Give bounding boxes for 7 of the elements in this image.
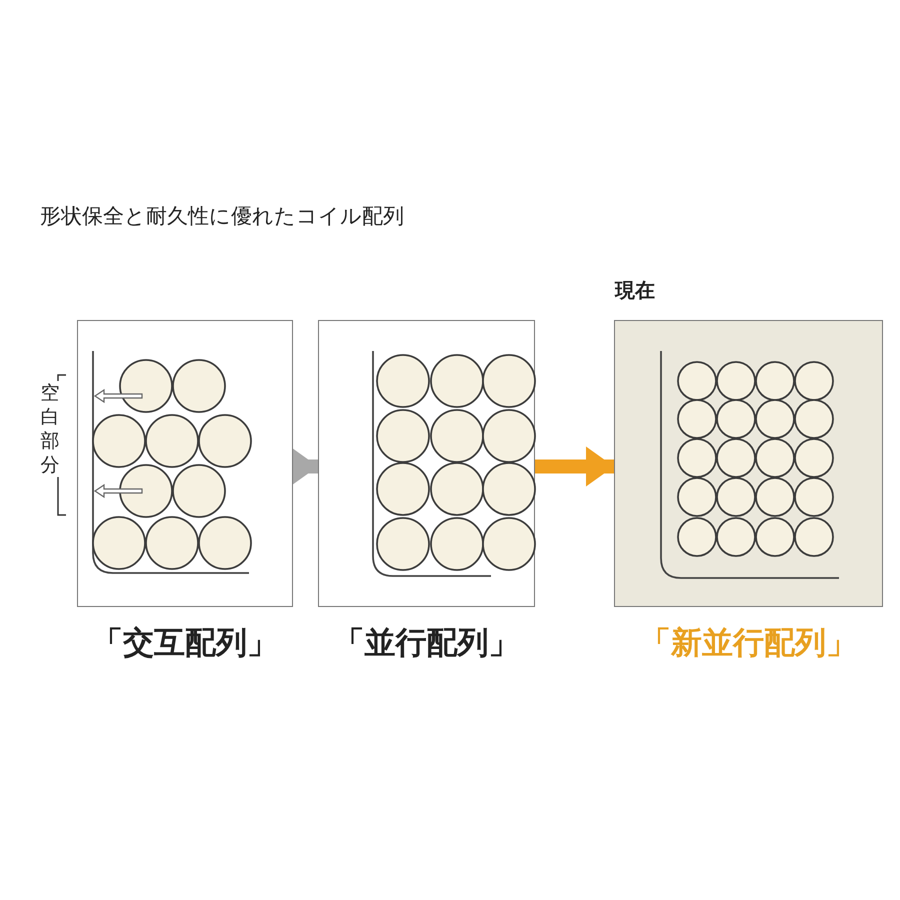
diagram-title: 形状保全と耐久性に優れたコイル配列 bbox=[40, 203, 404, 230]
panel-caption: 「新並行配列」 bbox=[640, 624, 857, 663]
panel-caption: 「交互配列」 bbox=[92, 624, 278, 663]
status-label: 現在 bbox=[615, 277, 655, 304]
flow-arrow bbox=[535, 446, 614, 486]
panel-caption: 「並行配列」 bbox=[334, 624, 520, 663]
bracket-label: 空白部分 bbox=[40, 381, 60, 477]
